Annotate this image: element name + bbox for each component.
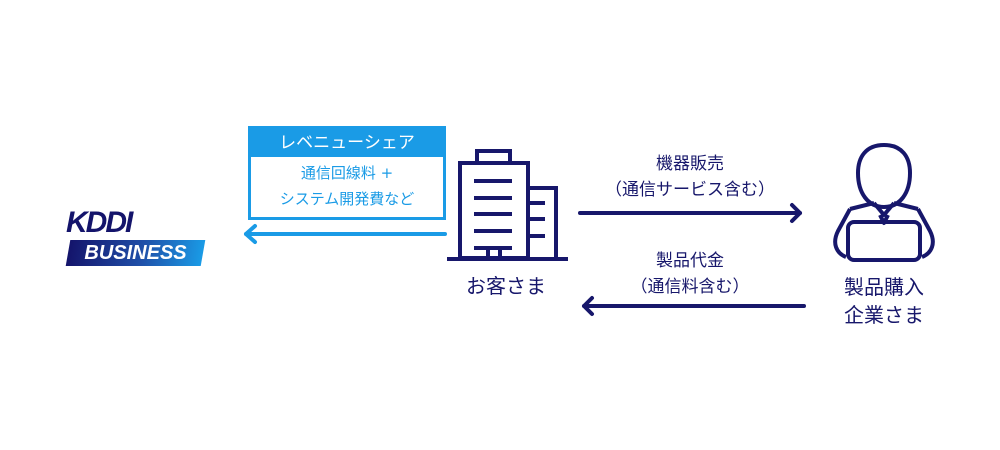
- customer-label: お客さま: [466, 274, 546, 298]
- sales-arrow-right: [578, 203, 802, 223]
- person-with-laptop-icon: [833, 143, 935, 262]
- payment-label: 製品代金: [656, 251, 724, 271]
- revenue-share-line2: システム開発費など: [279, 190, 415, 208]
- revenue-arrow-left: [244, 224, 447, 244]
- sales-sublabel: （通信サービス含む）: [605, 180, 775, 200]
- revenue-share-line1: 通信回線料 +: [300, 164, 394, 182]
- revenue-share-title: レベニューシェア: [251, 129, 443, 157]
- payment-sublabel: （通信料含む）: [630, 277, 750, 297]
- buyer-label-line2: 企業さま: [844, 303, 924, 327]
- revenue-share-box: レベニューシェア 通信回線料 + システム開発費など: [248, 126, 446, 220]
- payment-arrow-left: [582, 296, 806, 316]
- kddi-logo-text: KDDI: [66, 206, 133, 239]
- sales-label: 機器販売: [656, 154, 724, 174]
- building-icon: [447, 149, 568, 261]
- buyer-label-line1: 製品購入: [844, 275, 924, 299]
